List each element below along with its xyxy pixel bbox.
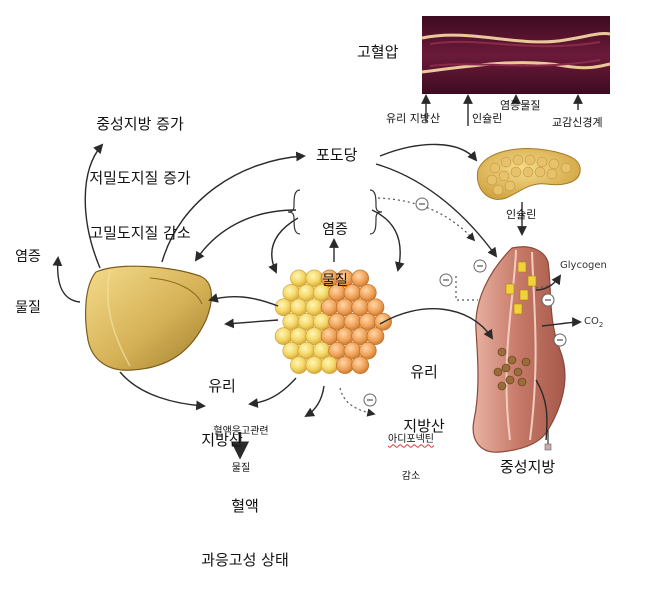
inflammatory-left-line-2: 물질 (15, 300, 41, 317)
pancreas-icon (476, 148, 581, 200)
hypertension-label: 고혈압 (357, 43, 399, 61)
lipid-line-3: 고밀도지질 감소 (89, 224, 191, 243)
inflammatory-left: 염증 물질 (8, 215, 48, 352)
metabolic-syndrome-diagram: 고혈압 중성지방 증가 저밀도지질 증가 고밀도지질 감소 포도당 염증 물질 … (8, 16, 611, 569)
ffa-left-line-2: 지방산 (201, 431, 243, 450)
adiponectin-line-1: 아디포넥틴 (388, 434, 434, 446)
ffa-center-line-1: 유리 (410, 362, 438, 381)
coag-line-1: 혈액응고관련 (213, 426, 269, 438)
coag-label: 혈액응고관련 물질 (196, 402, 286, 500)
liver-icon (85, 265, 212, 371)
insulin-top-label: 인슐린 (472, 112, 503, 125)
ffa-left: 유리 지방산 (190, 340, 254, 486)
coag-line-2: 물질 (231, 462, 251, 474)
inflammatory-top-label: 염증물질 (500, 99, 541, 112)
ffa-center-line-2: 지방산 (403, 417, 445, 436)
lipid-line-2: 저밀도지질 증가 (89, 169, 191, 188)
inhibit-paths (339, 197, 549, 417)
inflammatory-center-line-1: 염증 (322, 222, 348, 239)
ffa-center: 유리 지방산 (392, 326, 456, 472)
arrows (52, 94, 583, 460)
blood-vessel-icon (421, 16, 611, 94)
glucose-label: 포도당 (316, 146, 358, 164)
co2-subscript: 2 (598, 321, 604, 329)
co2-label: CO2 (584, 316, 603, 330)
sympathetic-label: 교감신경계 (552, 116, 603, 129)
muscle-icon (472, 246, 566, 453)
co2-text: CO (584, 316, 599, 327)
thrombosis-line-1: 혈액 (231, 496, 259, 515)
lipid-line-1: 중성지방 증가 (96, 114, 184, 133)
glycogen-label: Glycogen (560, 260, 607, 271)
adipose-tissue-icon (274, 269, 392, 374)
tg-muscle-label: 중성지방 (500, 458, 556, 476)
minus-circle-icon (363, 197, 567, 407)
adiponectin-line-2: 감소 (401, 470, 421, 482)
insulin-pancreas-label: 인슐린 (506, 208, 537, 221)
brace (287, 189, 383, 235)
thrombosis-line-2: 과응고성 상태 (201, 551, 289, 570)
ffa-left-line-1: 유리 (208, 376, 236, 395)
inflammatory-center-line-2: 물질 (322, 273, 348, 290)
thrombosis-label: 혈액 과응고성 상태 (170, 460, 320, 606)
ffa-vessel-label: 유리 지방산 (386, 112, 441, 125)
diagram-canvas (52, 16, 611, 460)
inflammatory-center: 염증 물질 (305, 188, 365, 325)
inflammatory-left-line-1: 염증 (15, 249, 41, 266)
lipid-changes: 중성지방 증가 저밀도지질 증가 고밀도지질 감소 (60, 78, 220, 279)
adiponectin-label: 아디포넥틴 감소 (376, 410, 446, 508)
